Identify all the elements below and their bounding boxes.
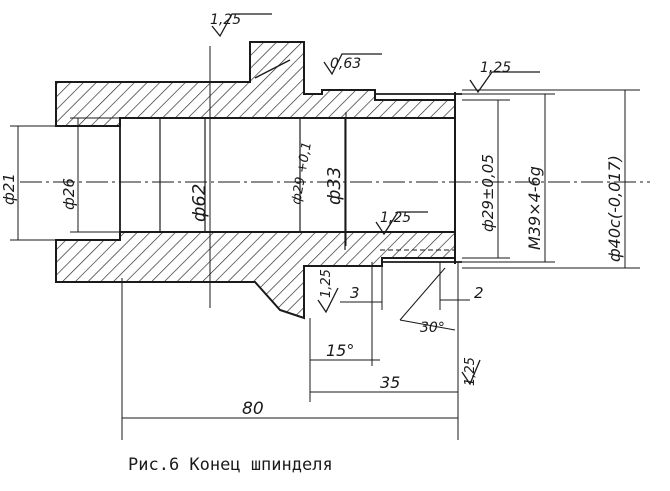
dim-dia-40: ф40с(-0,017) (605, 155, 624, 262)
dim-dia-33: ф33 (324, 167, 345, 205)
length-dimension-lines (121, 262, 470, 440)
dim-dia-26: ф26 (60, 178, 78, 210)
dim-angle-30: 30° (420, 320, 445, 336)
dim-dia-62: ф62 (189, 184, 210, 222)
roughness-shoulder: 0,63 (330, 56, 361, 72)
roughness-top: 1,25 (210, 12, 241, 28)
keyway-line (254, 59, 291, 79)
diameter-dimension-lines (10, 46, 640, 308)
lower-wall-section (55, 231, 456, 320)
roughness-symbols (211, 13, 540, 386)
dim-thread: М39×4-6g (525, 166, 544, 250)
dim-len-15: 15° (326, 341, 354, 360)
dim-dia-21: ф21 (0, 173, 18, 205)
dim-len-2: 2 (474, 284, 484, 302)
roughness-bottom: 1,25 (319, 269, 334, 298)
dim-dia-29-tolerance: ф29±0,05 (479, 154, 497, 232)
dim-len-35: 35 (380, 373, 400, 392)
figure-caption: Рис.6 Конец шпинделя (128, 455, 333, 475)
upper-wall-section (55, 41, 456, 127)
roughness-end: 1,25 (463, 357, 478, 386)
roughness-inner: 1,25 (380, 210, 411, 226)
roughness-right: 1,25 (480, 60, 511, 76)
dim-len-80: 80 (242, 399, 264, 419)
dim-len-3: 3 (350, 284, 360, 302)
dim-bore-29-7: ф29 +0,1 (289, 141, 315, 206)
